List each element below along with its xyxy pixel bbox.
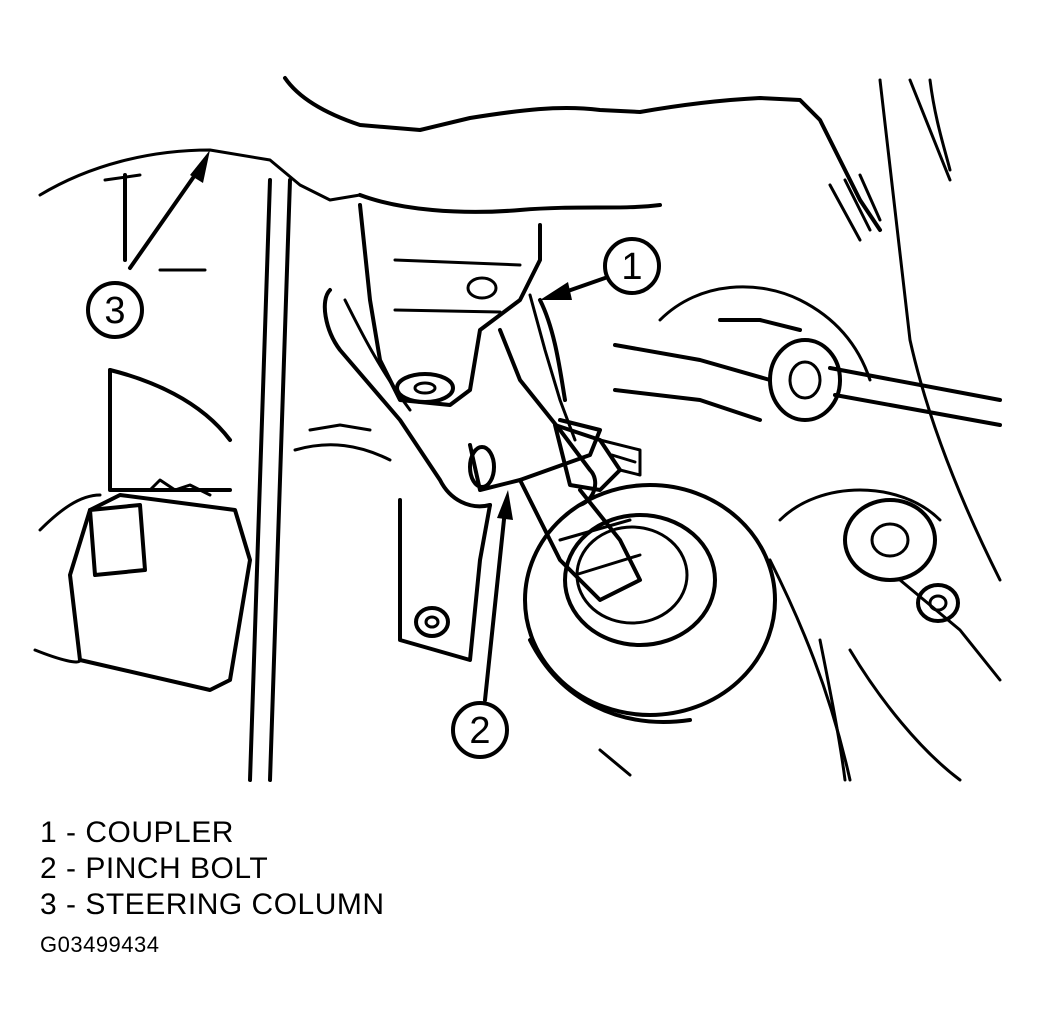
legend-item-pinch-bolt: 2 - PINCH BOLT: [40, 852, 269, 885]
callout-1-arrowhead: [540, 282, 572, 300]
steering-coupler-illustration: 3 1 2: [33, 76, 1002, 782]
callout-2: 2: [451, 490, 513, 759]
callout-3-arrowhead: [190, 150, 210, 183]
pinch-bolt: [468, 418, 642, 492]
lower-bracket: [293, 423, 492, 662]
callout-2-number: 2: [469, 710, 490, 752]
legend: 1 - COUPLER 2 - PINCH BOLT 3 - STEERING …: [40, 815, 385, 923]
left-bracket: [103, 173, 292, 782]
right-bracket: [778, 488, 1002, 782]
steering-gear-boot: [523, 483, 852, 782]
callout-3-number: 3: [104, 290, 125, 332]
callout-1: 1: [540, 237, 661, 300]
brake-line: [613, 285, 1002, 427]
electrical-connector: [33, 368, 252, 692]
dashboard-panel: [38, 76, 1002, 582]
callout-1-number: 1: [621, 246, 642, 288]
callout-2-arrowhead: [497, 490, 513, 520]
legend-item-coupler: 1 - COUPLER: [40, 816, 234, 849]
callout-3: 3: [86, 150, 210, 339]
steering-column-body: [358, 203, 542, 407]
figure-id: G03499434: [40, 932, 160, 957]
legend-item-steering-column: 3 - STEERING COLUMN: [40, 888, 385, 921]
